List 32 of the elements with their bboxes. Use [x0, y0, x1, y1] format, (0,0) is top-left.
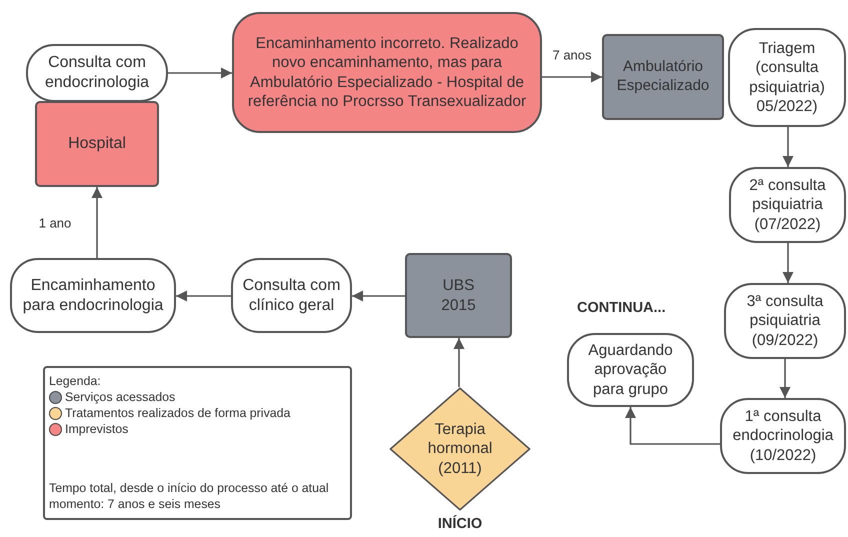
note-text: Tempo total, desde o início do processo até o atual momento: 7 anos e seis meses	[49, 480, 330, 512]
edge-label: 7 anos	[552, 48, 592, 62]
rounded-process-box: Encaminhamento para endocrinologia	[10, 258, 176, 333]
rounded-process-box: Encaminhamento incorreto. Realizado novo encaminhamento, mas para Ambulatório Especializado - Hospital de referência no Procrsso Transexualizador	[232, 12, 542, 133]
decision-diamond: Terapia hormonal (2011)	[389, 387, 531, 511]
arrow	[782, 127, 794, 167]
rounded-process-box: 3ª consulta psiquiatria (09/2022)	[724, 283, 846, 359]
process-box: Hospital	[35, 101, 159, 187]
rounded-process-box: 2ª consulta psiquiatria (07/2022)	[729, 167, 846, 243]
arrow	[352, 290, 405, 302]
process-box: UBS 2015	[405, 253, 512, 338]
legend-title: Legenda:	[49, 373, 102, 390]
rounded-process-box: 1ª consulta endocrinologia (10/2022)	[720, 398, 846, 474]
legend-text: Tratamentos realizados de forma privada	[65, 405, 290, 422]
arrow	[168, 67, 232, 79]
arrow	[91, 187, 103, 258]
arrow	[176, 290, 231, 302]
arrow	[624, 407, 720, 445]
note-text: CONTINUA...	[577, 300, 666, 316]
rounded-process-box: Consulta com endocrinologia	[26, 44, 168, 102]
legend-text: Serviços acessados	[65, 389, 176, 406]
arrow	[779, 359, 791, 398]
rounded-process-box: Triagem (consulta psiquiatria) 05/2022)	[728, 28, 846, 127]
arrow	[782, 243, 794, 283]
edge-label: 1 ano	[38, 215, 72, 230]
start-label: INÍCIO	[438, 516, 482, 532]
rounded-process-box: Consulta com clínico geral	[231, 258, 352, 333]
legend-text: Imprevistos	[65, 421, 128, 438]
arrow	[453, 338, 465, 387]
rounded-process-box: Aguardando aprovação para grupo	[567, 333, 694, 407]
arrow	[542, 71, 602, 83]
process-box: Ambulatório Especializado	[602, 34, 724, 120]
